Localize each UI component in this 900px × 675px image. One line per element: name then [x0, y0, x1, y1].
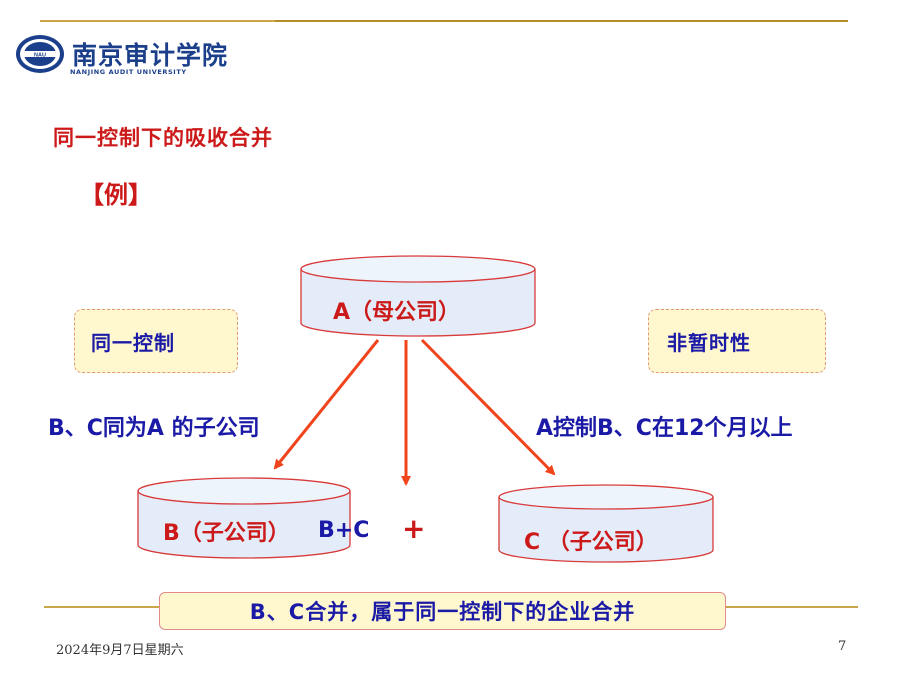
plus-sign: + — [402, 512, 426, 545]
arrow-to-b — [273, 339, 380, 470]
cylinder-c — [498, 484, 714, 563]
logo-chinese-name: 南京审计学院 — [72, 41, 229, 70]
logo-english-name: NANJING AUDIT UNIVERSITY — [70, 68, 187, 76]
header-rule-accent — [275, 20, 848, 22]
svg-text:NAU: NAU — [34, 53, 46, 59]
logo-emblem-icon: NAU — [16, 35, 64, 73]
cylinder-b — [137, 477, 351, 559]
non-temporary-note: 非暂时性 — [648, 309, 826, 373]
same-control-text: 同一控制 — [91, 330, 175, 355]
footer-date: 2024年9月7日星期六 — [56, 643, 184, 658]
page-number: 7 — [838, 639, 847, 654]
conclusion-text: B、C合并，属于同一控制下的企业合并 — [249, 600, 636, 624]
parent-company-label: A（母公司） — [333, 300, 461, 325]
subsidiaries-description: B、C同为A 的子公司 — [48, 416, 260, 441]
conclusion-banner: B、C合并，属于同一控制下的企业合并 — [159, 592, 726, 630]
example-label: 【例】 — [80, 181, 152, 209]
subsidiary-b-label: B（子公司） — [163, 521, 290, 546]
arrow-to-c — [420, 338, 556, 476]
university-logo: NAU — [16, 35, 64, 73]
non-temporary-text: 非暂时性 — [667, 330, 751, 355]
cylinder-a — [300, 255, 536, 337]
subsidiary-c-label: C （子公司） — [524, 530, 658, 555]
merged-b-c-label: B+C — [318, 518, 370, 543]
same-control-note: 同一控制 — [74, 309, 238, 373]
slide-title: 同一控制下的吸收合并 — [53, 126, 273, 150]
control-duration-description: A控制B、C在12个月以上 — [536, 416, 793, 441]
